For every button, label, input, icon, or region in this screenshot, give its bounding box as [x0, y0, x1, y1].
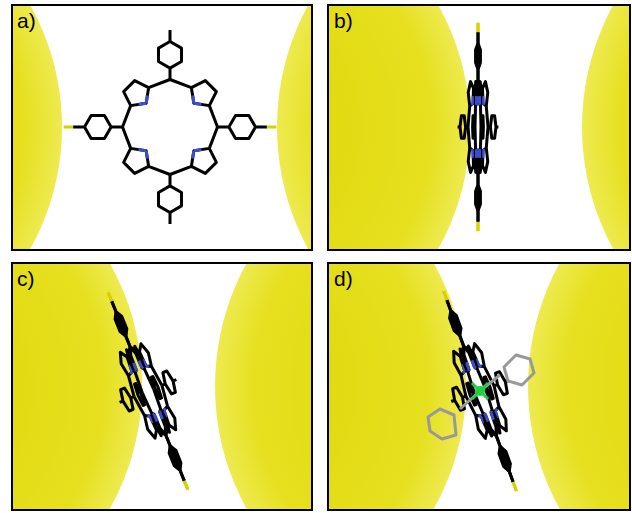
panel-label: d) [334, 268, 353, 289]
panel-label: c) [17, 268, 35, 289]
panel-label: a) [17, 10, 36, 31]
panel-d [0, 131, 632, 513]
panel-label: b) [334, 10, 353, 31]
